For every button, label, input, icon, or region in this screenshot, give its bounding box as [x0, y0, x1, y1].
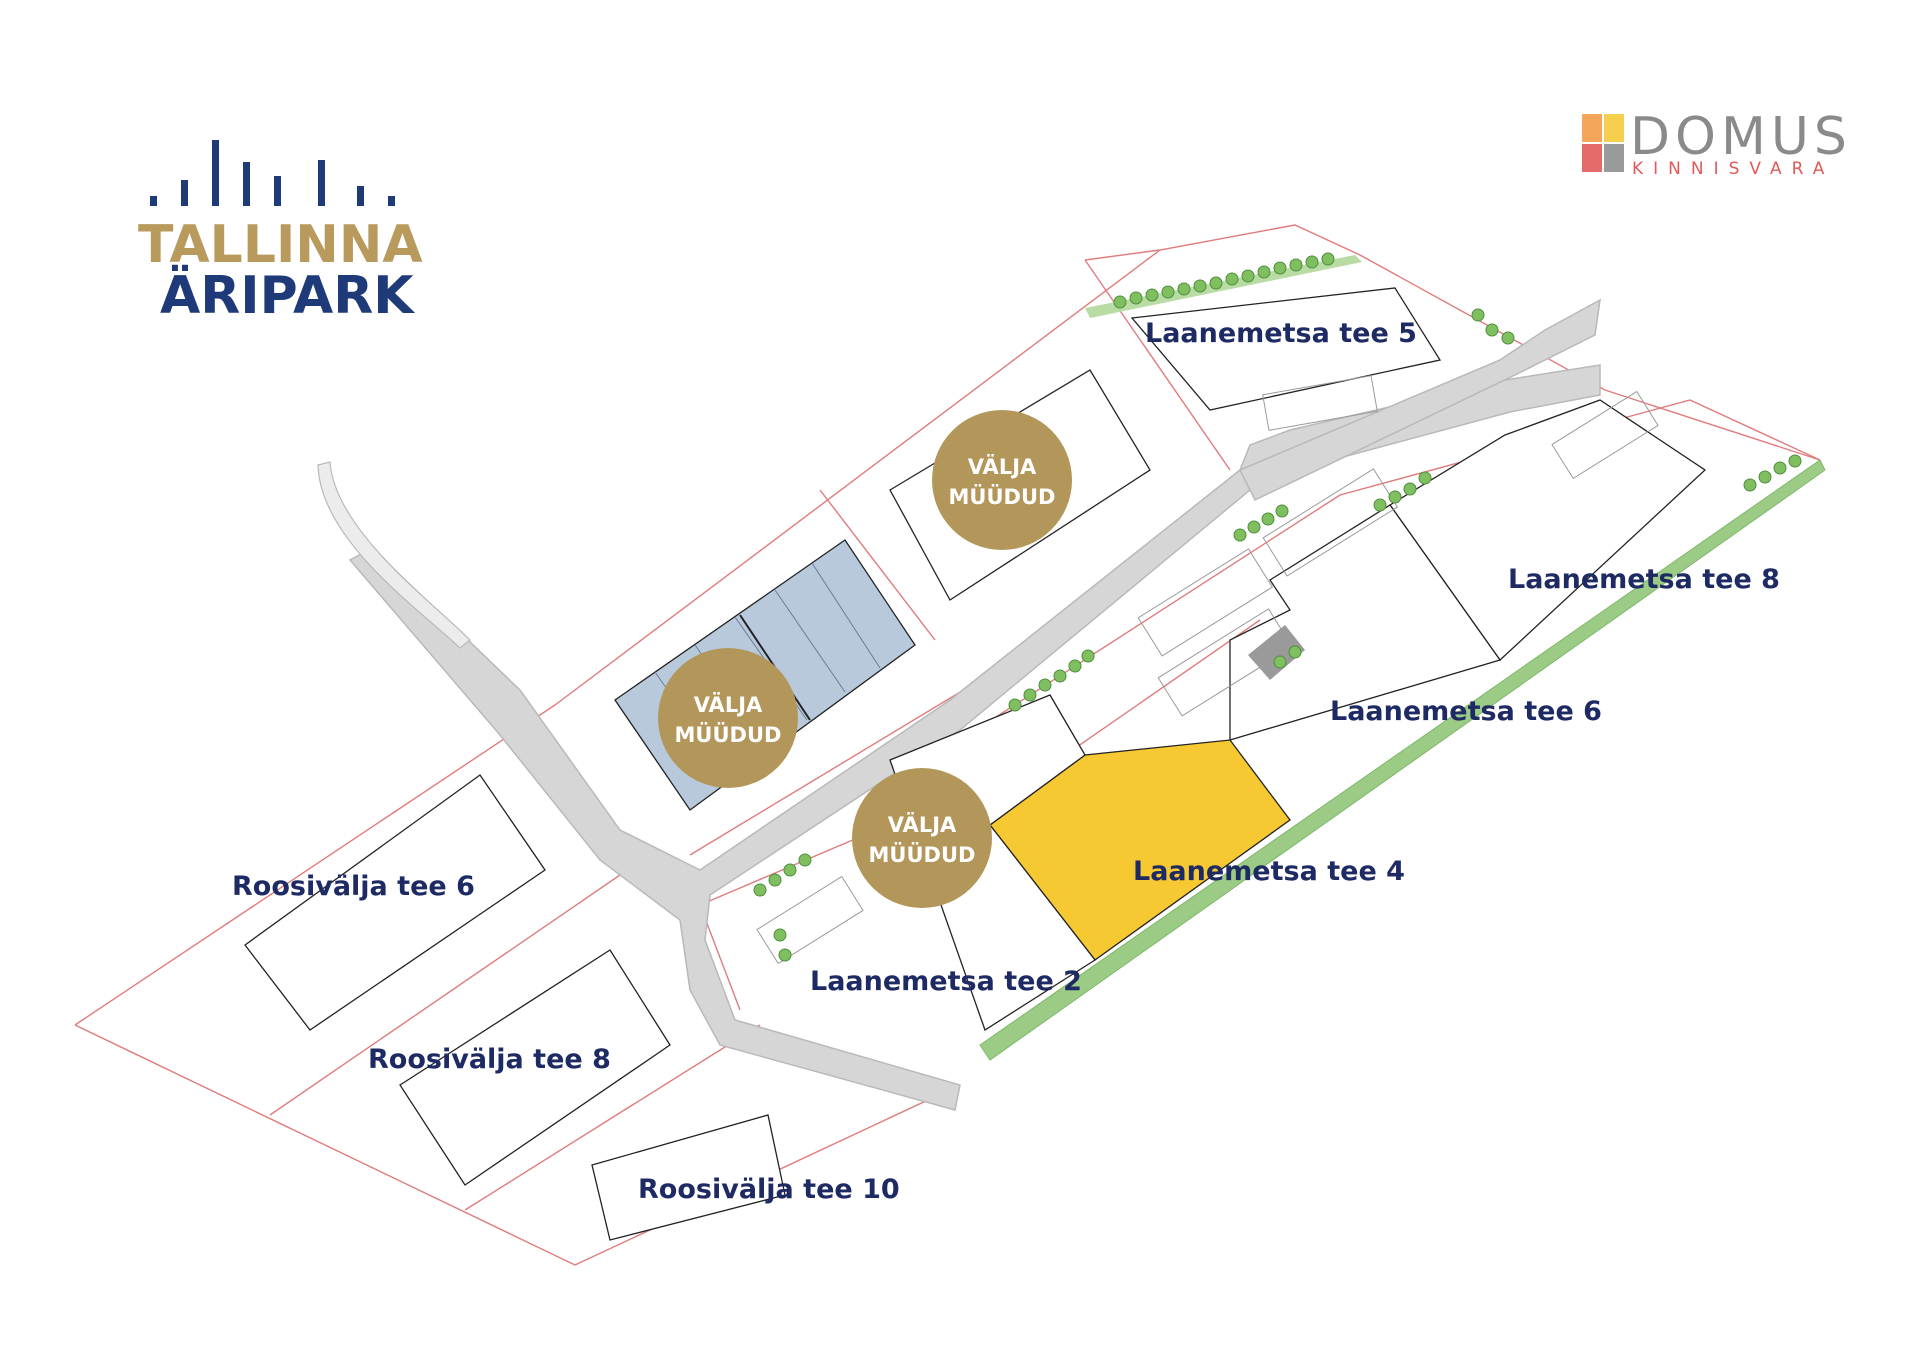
tree-row-centre [1008, 649, 1095, 712]
plot-laanemetsa-6 [1229, 504, 1502, 741]
parcel-outer-south [74, 1024, 961, 1266]
tree-row-north [1113, 252, 1335, 309]
plot-laanemetsa-5 [1130, 287, 1442, 411]
plot-roosivalja-8 [399, 949, 671, 1186]
tree-rows [753, 252, 1802, 962]
parking-6 [1262, 375, 1378, 431]
label-roosivalja-6[interactable]: Roosivälja tee 6 [232, 871, 475, 902]
plot-labels: Laanemetsa tee 5 Laanemetsa tee 8 Laanem… [232, 318, 1780, 1205]
sold-badge-warehouse: VÄLJA MÜÜDUD [658, 648, 798, 788]
parking-5 [756, 875, 864, 965]
parcel-divider-1 [819, 489, 936, 641]
plot-roosivalja-6 [244, 774, 546, 1031]
parcel-centre [689, 664, 1006, 856]
label-roosivalja-10[interactable]: Roosivälja tee 10 [638, 1174, 900, 1205]
road-network [317, 298, 1601, 1111]
parking-4 [1551, 390, 1659, 480]
domus-squares-icon [1582, 114, 1624, 172]
parcel-outer-west [74, 704, 556, 1026]
sold-badge-warehouse-line1: VÄLJA [694, 692, 763, 717]
utility-block [1248, 625, 1305, 680]
logo-line-tallinna: TALLINNA [138, 215, 423, 275]
parcel-boundaries [74, 224, 1821, 1266]
sold-badge-north: VÄLJA MÜÜDUD [932, 410, 1072, 550]
parcel-divider-rv2 [464, 1024, 761, 1211]
label-laanemetsa-8[interactable]: Laanemetsa tee 8 [1508, 564, 1780, 595]
sold-badge-north-line1: VÄLJA [968, 454, 1037, 479]
parcel-divider-rv1 [269, 874, 621, 1116]
parking-1 [1137, 548, 1274, 657]
parking-2 [1157, 608, 1294, 717]
label-laanemetsa-5[interactable]: Laanemetsa tee 5 [1145, 318, 1417, 349]
skyline-icon [150, 140, 395, 206]
tree-row-far-east [1471, 308, 1802, 492]
parcel-outer-top [554, 224, 1821, 706]
green-buffer-strip [979, 459, 1826, 1061]
logo-line-aripark: ÄRIPARK [160, 265, 415, 326]
tallinna-aripark-logo: TALLINNA ÄRIPARK [138, 140, 423, 326]
domus-kinnisvara-logo: DOMUS KINNISVARA [1582, 107, 1852, 179]
sold-badge-centre: VÄLJA MÜÜDUD [852, 768, 992, 908]
green-buffer-north [1085, 255, 1362, 318]
sold-badge-centre-line2: MÜÜDUD [869, 842, 976, 867]
tree-row-east [1233, 471, 1432, 542]
tree-row-west [753, 645, 1302, 962]
plot-roosivalja-10 [591, 1114, 786, 1241]
label-laanemetsa-2[interactable]: Laanemetsa tee 2 [810, 966, 1082, 997]
domus-brand-sub: KINNISVARA [1632, 159, 1834, 179]
road-access-north [317, 461, 471, 649]
parking-areas [756, 375, 1659, 965]
label-laanemetsa-6[interactable]: Laanemetsa tee 6 [1330, 696, 1602, 727]
label-laanemetsa-4[interactable]: Laanemetsa tee 4 [1133, 856, 1405, 887]
domus-brand-name: DOMUS [1630, 107, 1852, 167]
sold-badge-warehouse-line2: MÜÜDUD [675, 722, 782, 747]
road-north-spur [1238, 298, 1601, 501]
sold-badge-centre-line1: VÄLJA [888, 812, 957, 837]
parcel-north-edge [1084, 249, 1161, 261]
sold-badge-north-line2: MÜÜDUD [949, 484, 1056, 509]
parking-3 [1262, 468, 1399, 577]
label-roosivalja-8[interactable]: Roosivälja tee 8 [368, 1044, 611, 1075]
parcel-divider-2 [1084, 259, 1231, 471]
